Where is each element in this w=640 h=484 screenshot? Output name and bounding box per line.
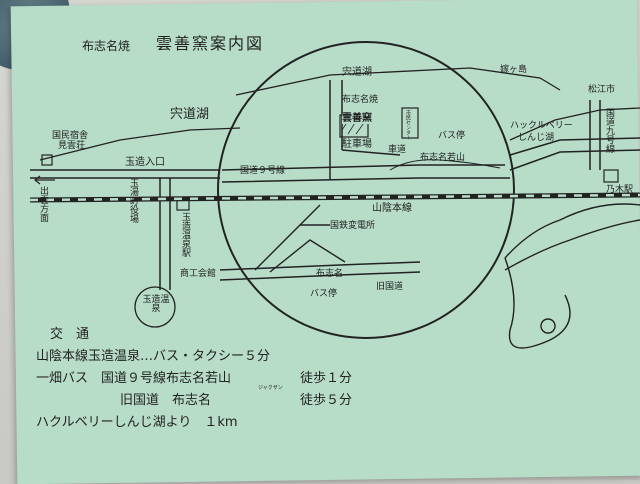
label-center: 市民センター: [405, 110, 411, 140]
label-substation: 国鉄変電所: [330, 221, 376, 231]
label-tamatsukuri-iriguchi: 玉造入口: [125, 157, 165, 168]
magnify-circle: [217, 41, 515, 339]
label-route9-vertical: 国道九号線: [604, 108, 614, 153]
label-bus-stop-2: バス停: [310, 289, 338, 299]
title-prefix: 布志名焼: [82, 39, 131, 53]
access-line3-a: 旧国道 布志名: [120, 393, 212, 408]
label-shinjiko: しんじ湖: [518, 133, 555, 143]
label-bus-stop-1: バス停: [438, 131, 466, 141]
access-line4: ハクルベリーしんじ湖より １km: [36, 415, 238, 430]
label-old-road: 旧国道: [376, 282, 404, 292]
access-line3-b: 徒歩５分: [300, 393, 353, 408]
label-nogi: 乃木駅: [606, 185, 634, 195]
route9-right: [509, 137, 640, 156]
shoreline-left: [39, 127, 241, 161]
label-fujina-kiln: 布志名焼: [342, 95, 379, 105]
label-route9: 国道９号線: [240, 166, 286, 176]
label-fujina: 布志名: [316, 269, 344, 279]
shoreline-top: [235, 67, 561, 96]
label-track: 車道: [388, 145, 407, 155]
shoreline-right: [509, 107, 640, 141]
access-line2-ruby: ジャクザン: [258, 385, 283, 391]
label-lake-top: 宍道湖: [342, 67, 372, 78]
label-izumo: 出雲方面: [38, 186, 48, 222]
access-line2-b: 徒歩１分: [300, 371, 353, 386]
label-huckleberry: ハックルベリー: [510, 121, 573, 131]
label-matsue: 松江市: [588, 85, 616, 95]
label-unzen-kiln: 雲善窯: [342, 113, 372, 124]
access-heading: 交 通: [50, 327, 90, 342]
label-wakayama: 布志名若山: [420, 153, 466, 163]
access-line2-a: 一畑バス 国道９号線布志名若山: [36, 371, 232, 386]
label-shoko: 商工会館: [180, 269, 217, 279]
label-town-office: 玉湯町役場: [128, 178, 138, 223]
label-kokumin: 国民宿舎: [52, 131, 89, 141]
label-onsen-circle: 玉造温泉: [142, 295, 170, 314]
label-yomegashima: 嫁ヶ島: [500, 65, 528, 75]
label-parking: 駐車場: [342, 139, 372, 150]
label-kokumin2: 見雲荘: [58, 141, 86, 151]
label-lake-left: 宍道湖: [170, 107, 210, 122]
route9-circle: [221, 164, 505, 171]
access-line1: 山陰本線玉造温泉…バス・タクシー５分: [36, 349, 271, 364]
page-title: 雲善窯案内図: [156, 34, 265, 53]
label-sanin-line: 山陰本線: [372, 203, 412, 214]
label-tamatsukuri-station: 玉造温泉駅: [180, 212, 190, 257]
